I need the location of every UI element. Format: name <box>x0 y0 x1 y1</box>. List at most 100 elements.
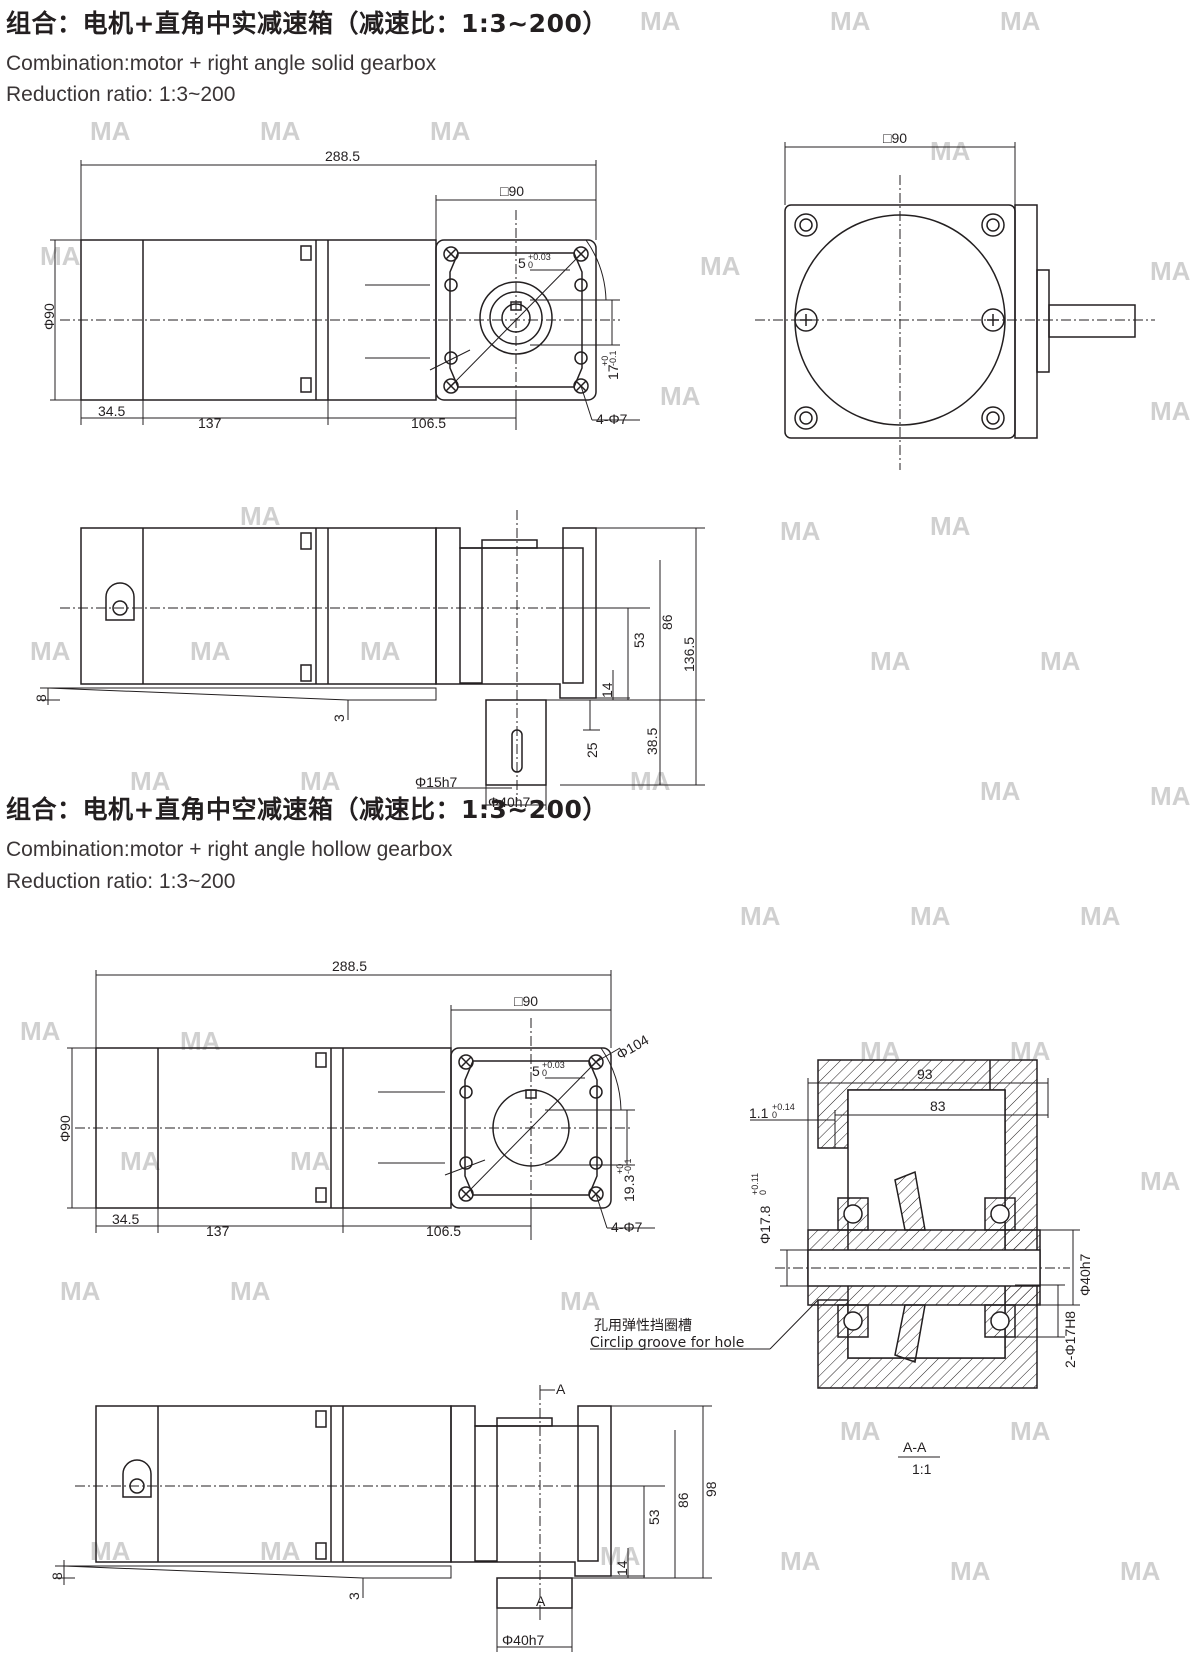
svg-text:MA: MA <box>780 516 821 546</box>
svg-text:+0.03: +0.03 <box>542 1060 565 1070</box>
svg-text:Circlip groove for hole: Circlip groove for hole <box>590 1335 744 1351</box>
svg-text:8: 8 <box>33 694 49 702</box>
svg-text:137: 137 <box>206 1223 230 1239</box>
svg-text:MA: MA <box>700 251 741 281</box>
svg-text:MA: MA <box>180 1026 221 1056</box>
svg-text:38.5: 38.5 <box>644 728 660 755</box>
hollow-top-dimensions <box>55 1385 712 1652</box>
svg-text:MA: MA <box>20 1016 61 1046</box>
svg-text:-0.1: -0.1 <box>623 1158 633 1174</box>
svg-text:MA: MA <box>260 116 301 146</box>
svg-text:93: 93 <box>917 1066 933 1082</box>
svg-text:Φ17.8: Φ17.8 <box>757 1205 773 1244</box>
svg-text:19.3: 19.3 <box>621 1175 637 1202</box>
hollow-top-centerlines <box>75 1390 640 1620</box>
hollow-top-view <box>63 1405 612 1609</box>
section2-combination: Combination:motor + right angle hollow g… <box>6 838 453 861</box>
svg-text:-0.1: -0.1 <box>608 350 618 366</box>
svg-text:+0: +0 <box>615 1164 625 1174</box>
svg-text:MA: MA <box>120 1146 161 1176</box>
svg-text:MA: MA <box>930 511 971 541</box>
svg-text:MA: MA <box>430 116 471 146</box>
svg-text:136.5: 136.5 <box>681 637 697 672</box>
svg-text:MA: MA <box>630 766 671 796</box>
svg-text:+0.14: +0.14 <box>772 1102 795 1112</box>
hollow-front-dimensions <box>67 970 655 1238</box>
svg-text:288.5: 288.5 <box>332 958 367 974</box>
svg-text:+0.03: +0.03 <box>528 252 551 262</box>
svg-text:86: 86 <box>675 1492 691 1508</box>
section2-heading: 组合：电机+直角中空减速箱（减速比：1:3~200） <box>6 795 608 824</box>
svg-text:MA: MA <box>190 636 231 666</box>
svg-text:4-Φ7: 4-Φ7 <box>596 411 628 427</box>
watermark-layer: MA MA MA MA MA MA MA MA MA MA MA MA MA M… <box>20 6 1191 1586</box>
svg-text:MA: MA <box>840 1416 881 1446</box>
svg-text:□90: □90 <box>514 993 538 1009</box>
svg-text:MA: MA <box>90 1536 131 1566</box>
svg-text:106.5: 106.5 <box>411 415 446 431</box>
svg-text:MA: MA <box>600 1541 641 1571</box>
svg-text:MA: MA <box>1040 646 1081 676</box>
svg-text:0: 0 <box>542 1068 547 1078</box>
solid-top-dim-labels: 53 86 136.5 14 25 38.5 8 3 Φ15h7 Φ40h7 <box>33 614 697 810</box>
svg-text:MA: MA <box>230 1276 271 1306</box>
svg-text:MA: MA <box>1140 1166 1181 1196</box>
svg-text:53: 53 <box>631 632 647 648</box>
svg-text:MA: MA <box>1150 256 1191 286</box>
svg-text:□90: □90 <box>500 183 524 199</box>
svg-text:3: 3 <box>331 714 347 722</box>
svg-text:Φ90: Φ90 <box>41 303 57 330</box>
svg-text:MA: MA <box>740 901 781 931</box>
svg-text:Φ40h7: Φ40h7 <box>488 794 531 810</box>
svg-text:17: 17 <box>605 364 621 380</box>
svg-text:53: 53 <box>646 1509 662 1525</box>
svg-text:MA: MA <box>1000 6 1041 36</box>
svg-text:5: 5 <box>518 255 526 271</box>
svg-text:2-Φ17H8: 2-Φ17H8 <box>1062 1311 1078 1368</box>
section2-ratio: Reduction ratio: 1:3~200 <box>6 870 236 893</box>
svg-text:1.1: 1.1 <box>749 1105 769 1121</box>
svg-text:0: 0 <box>772 1110 777 1120</box>
section-aa-dimensions <box>590 1078 1080 1458</box>
solid-side-sq90: □90 <box>883 130 907 146</box>
solid-side-dimensions <box>784 142 1016 205</box>
svg-text:137: 137 <box>198 415 222 431</box>
svg-text:34.5: 34.5 <box>98 403 125 419</box>
svg-text:83: 83 <box>930 1098 946 1114</box>
svg-text:86: 86 <box>659 614 675 630</box>
svg-text:A-A: A-A <box>903 1439 927 1455</box>
hollow-front-dim-labels: 288.5 □90 Φ90 34.5 137 106.5 Φ104 5 +0.0… <box>57 958 652 1239</box>
svg-text:25: 25 <box>584 742 600 758</box>
svg-text:Φ15h7: Φ15h7 <box>415 774 458 790</box>
solid-top-view <box>47 527 597 786</box>
section1-heading: 组合：电机+直角中实减速箱（减速比：1:3~200） <box>6 9 608 38</box>
svg-text:MA: MA <box>950 1556 991 1586</box>
solid-front-centerlines <box>60 210 620 430</box>
svg-text:MA: MA <box>290 1146 331 1176</box>
svg-text:MA: MA <box>30 636 71 666</box>
svg-text:MA: MA <box>90 116 131 146</box>
svg-text:MA: MA <box>1010 1416 1051 1446</box>
solid-top-dimensions <box>40 527 705 810</box>
solid-front-dim-labels: 288.5 □90 Φ90 34.5 137 106.5 5 +0.03 0 1… <box>41 148 628 431</box>
svg-text:+0.11: +0.11 <box>750 1173 760 1195</box>
svg-text:MA: MA <box>40 241 81 271</box>
solid-top-centerlines <box>60 510 620 800</box>
solid-side-view <box>784 204 1136 439</box>
svg-text:MA: MA <box>830 6 871 36</box>
svg-text:1:1: 1:1 <box>912 1461 932 1477</box>
svg-text:0: 0 <box>758 1190 768 1195</box>
svg-text:A: A <box>536 1593 546 1609</box>
solid-front-dimensions <box>50 160 640 430</box>
svg-text:3: 3 <box>346 1592 362 1600</box>
svg-text:Φ40h7: Φ40h7 <box>502 1632 545 1648</box>
svg-text:MA: MA <box>1080 901 1121 931</box>
svg-text:0: 0 <box>528 260 533 270</box>
svg-text:106.5: 106.5 <box>426 1223 461 1239</box>
svg-text:MA: MA <box>870 646 911 676</box>
svg-text:A: A <box>556 1381 566 1397</box>
svg-text:MA: MA <box>360 636 401 666</box>
svg-text:Φ40h7: Φ40h7 <box>1077 1253 1093 1296</box>
svg-text:5: 5 <box>532 1063 540 1079</box>
svg-text:MA: MA <box>910 901 951 931</box>
